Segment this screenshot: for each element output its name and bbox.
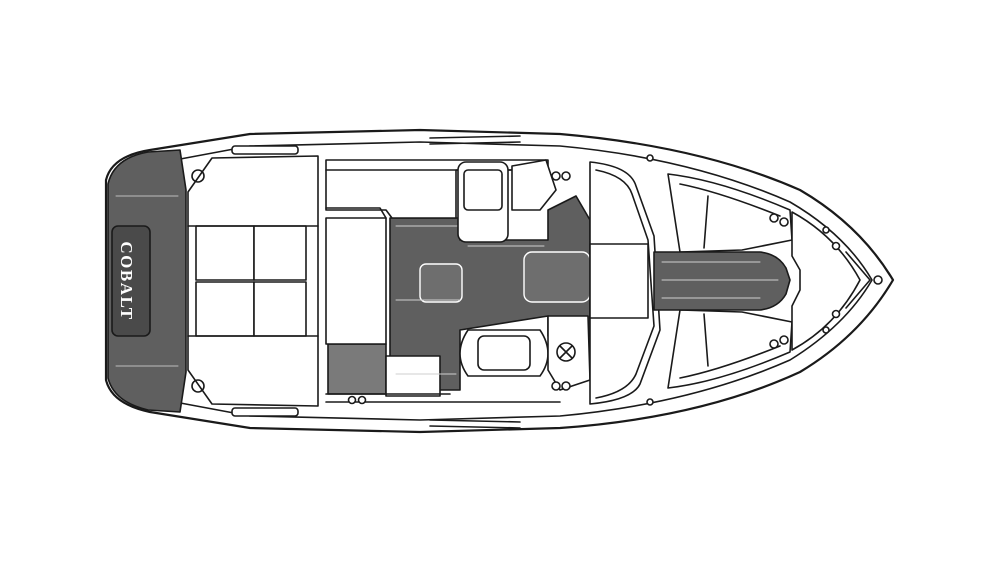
cup-holder-icon [561, 381, 571, 391]
bow-nav-light [845, 251, 871, 309]
bow-floor-mat [653, 251, 791, 311]
bow-deck [791, 211, 861, 351]
platform-groove [115, 195, 179, 367]
aft-sunpad-cushion-right [253, 281, 307, 337]
port-rail [231, 145, 299, 155]
bow-cleat-icon [831, 241, 841, 251]
lounge-seat [325, 217, 387, 345]
hull-fitting-icon [646, 398, 654, 406]
bow-cleat-icon [873, 275, 883, 285]
companion-seat-back [463, 169, 503, 211]
gunwale-inner-line [174, 141, 873, 421]
bow-cleat-icon [822, 326, 830, 334]
steering-wheel-icon [559, 345, 573, 359]
cockpit-seat-side [325, 207, 387, 219]
cockpit-seat-back [325, 159, 549, 219]
cup-holder-icon [551, 171, 561, 181]
cup-holder-icon [779, 335, 789, 345]
helm-seat-cushion [477, 335, 531, 371]
cup-holder-icon [769, 339, 779, 349]
starboard-rail [231, 407, 299, 417]
companion-console [511, 159, 557, 211]
aft-sunpad-seam [187, 225, 319, 337]
cup-holder-icon [779, 217, 789, 227]
bow-seat-inner-lines [679, 183, 781, 379]
windshield-inner [595, 169, 655, 399]
starboard-seat [385, 355, 441, 397]
aft-sunpad-cushion-right [253, 225, 307, 281]
brand-wordmark: COBALT [117, 241, 136, 320]
floor-hatch [419, 263, 463, 303]
bow-mat-stripes [661, 261, 779, 299]
aft-sunpad-cushion-left [195, 281, 255, 337]
cup-holder-icon [357, 395, 367, 405]
port-gunwale-rail [429, 135, 521, 145]
aft-mat-section [327, 343, 387, 395]
hull-fitting-icon [646, 154, 654, 162]
bow-cleat-icon [822, 226, 830, 234]
walkthrough-mat [523, 251, 591, 303]
cup-holder-icon [347, 395, 357, 405]
transom-logo-panel [111, 225, 151, 337]
cup-holder-icon [551, 381, 561, 391]
aft-sunpad-frame [187, 155, 319, 407]
walkthrough-door [589, 243, 649, 319]
starboard-gunwale-rail [429, 419, 521, 429]
cup-holder-icon [561, 171, 571, 181]
aft-sunpad-cushion-left [195, 225, 255, 281]
mat-seam-lines [395, 225, 545, 375]
cup-holder-icon [769, 213, 779, 223]
bow-cleat-icon [831, 309, 841, 319]
